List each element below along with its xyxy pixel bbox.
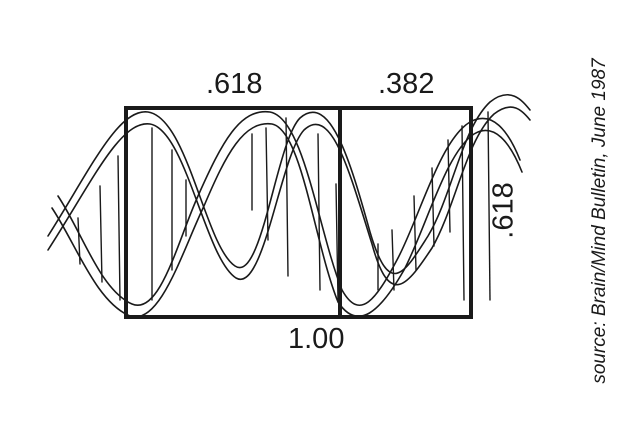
source-citation: source: Brain/Mind Bulletin, June 1987 [589, 58, 610, 384]
outer-rectangle [124, 106, 473, 319]
label-side-height: .618 [487, 182, 520, 239]
helix-strand-a-inner [47, 106, 531, 286]
label-top-right-ratio: .382 [378, 68, 435, 100]
label-top-left-ratio: .618 [206, 68, 263, 100]
golden-rectangle-icon [124, 106, 473, 319]
base-pairs [77, 111, 491, 301]
helix-strand-b-outer [57, 110, 521, 307]
label-bottom-width: 1.00 [288, 323, 345, 355]
double-helix-icon [47, 94, 531, 318]
helix-strand-a-outer [47, 94, 531, 275]
